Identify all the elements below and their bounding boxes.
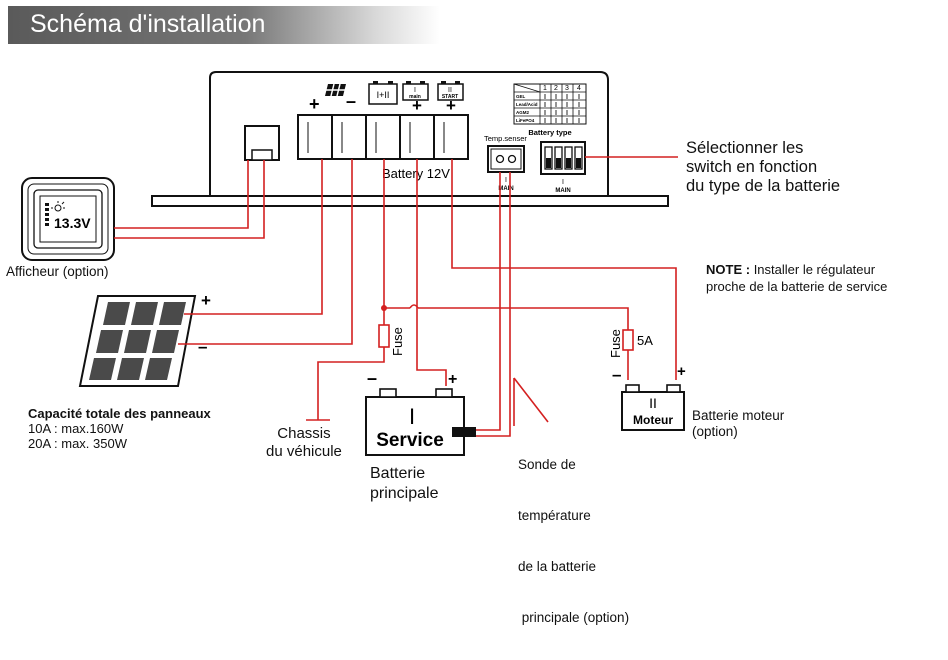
battery-icon-both: I+II: [368, 81, 398, 105]
display-reading: 13.3V: [54, 215, 91, 231]
sensor-note-line-4: principale (option): [518, 610, 630, 625]
chassis-line-2: du véhicule: [266, 443, 342, 460]
sensor-note-line-2: température: [518, 508, 591, 523]
temp-main-label: MAIN: [498, 186, 513, 192]
switch-number-4: 4: [577, 85, 581, 92]
motor-battery-minus: –: [612, 365, 621, 384]
capacity-line-1: 10A : max.160W: [28, 421, 124, 436]
motor-caption-line-2: (option): [692, 424, 738, 439]
switch-note-line-1: Sélectionner les: [686, 139, 804, 157]
battery-icon-main: I main: [402, 81, 429, 101]
motor-fuse-rating: 5A: [637, 333, 653, 348]
motor-caption-line-1: Batterie moteur: [692, 408, 785, 423]
title-banner: Schéma d'installation: [8, 6, 440, 44]
svg-text:I: I: [562, 179, 564, 186]
motor-fuse-label: Fuse: [608, 329, 623, 358]
sensor-note-line-3: de la batterie: [518, 559, 597, 574]
chassis-label: Chassis du véhicule: [266, 425, 342, 461]
battery-type-lifepo4: LiFePO4: [516, 118, 535, 123]
switch-number-3: 3: [565, 85, 569, 92]
battery-icon-start-sub: START: [442, 94, 458, 100]
note-prefix: NOTE :: [706, 262, 751, 277]
battery-icon-both-label: I+II: [377, 90, 390, 100]
service-battery-minus: –: [367, 368, 377, 388]
battery-12v-label: Battery 12V: [382, 166, 450, 181]
switch-note-line-2: switch en fonction: [686, 158, 818, 176]
wiring: [114, 159, 677, 437]
terminal-block: [297, 114, 469, 160]
switch-number-2: 2: [554, 85, 558, 92]
motor-battery-name: Moteur: [633, 413, 673, 427]
sensor-note: Sonde de température de la batterie prin…: [518, 422, 629, 660]
service-battery-name: Service: [376, 430, 444, 451]
display-device: 13.3V: [21, 177, 115, 261]
service-battery-caption: Batterie principale: [370, 464, 438, 504]
service-battery-plus: +: [448, 371, 457, 388]
note-line-1: Installer le régulateur: [753, 262, 876, 277]
battery-type-label: Battery type: [528, 128, 571, 137]
battery-icon-main-sub: main: [409, 94, 421, 100]
solar-panel: [78, 295, 197, 387]
svg-text:I: I: [505, 177, 507, 184]
panel-plus: +: [201, 291, 211, 310]
chassis-line-1: Chassis: [277, 425, 331, 442]
main-fuse-label: Fuse: [390, 327, 405, 356]
switch-number-1: 1: [543, 85, 547, 92]
temp-sensor-label: Temp.senser: [484, 134, 527, 143]
motor-fuse: [622, 329, 634, 351]
note-line-2: proche de la batterie de service: [706, 279, 888, 294]
battery-type-table: 1 2 3 4 GEL Lead/Acid AGM2 LiFePO4: [513, 83, 587, 125]
terminal-plus-1: +: [309, 94, 320, 114]
installation-note: NOTE : Installer le régulateur proche de…: [706, 261, 887, 295]
motor-battery: [621, 384, 685, 431]
battery-type-agm2: AGM2: [516, 110, 529, 115]
service-caption-line-2: principale: [370, 485, 439, 502]
battery-icon-start: II START: [437, 81, 464, 101]
switch-note: Sélectionner les switch en fonction du t…: [686, 139, 840, 196]
switch-main-label: MAIN: [555, 188, 570, 194]
battery-type-lead-acid: Lead/Acid: [516, 102, 538, 107]
motor-battery-roman: II: [649, 395, 657, 411]
switch-note-line-3: du type de la batterie: [686, 177, 841, 195]
wire-junction: [381, 305, 387, 311]
service-battery: [365, 388, 476, 456]
battery-type-gel: GEL: [516, 94, 526, 99]
service-battery-roman: I: [409, 404, 415, 429]
display-caption: Afficheur (option): [6, 264, 109, 279]
service-caption-line-1: Batterie: [370, 465, 426, 482]
diagram-title: Schéma d'installation: [30, 10, 266, 38]
diagram-canvas: + – I+II I main + II START + Battery 12V…: [21, 71, 686, 456]
battery-icon-start-label: II: [448, 87, 452, 94]
capacity-title: Capacité totale des panneaux: [28, 406, 211, 421]
solar-symbol-icon: [325, 83, 346, 97]
sensor-note-line-1: Sonde de: [518, 457, 576, 472]
capacity-line-2: 20A : max. 350W: [28, 436, 127, 451]
panel-capacity: Capacité totale des panneaux 10A : max.1…: [28, 406, 211, 451]
battery-icon-main-label: I: [414, 87, 416, 94]
motor-battery-plus: +: [677, 363, 686, 380]
installation-diagram: Schéma d'installation: [6, 6, 887, 625]
terminal-plus-3: +: [446, 96, 456, 115]
terminal-minus-1: –: [346, 91, 356, 111]
panel-minus: –: [198, 337, 207, 356]
dip-switch[interactable]: [540, 141, 586, 175]
motor-battery-caption: Batterie moteur (option): [692, 408, 784, 440]
terminal-plus-2: +: [412, 96, 422, 115]
main-fuse: [378, 324, 390, 348]
